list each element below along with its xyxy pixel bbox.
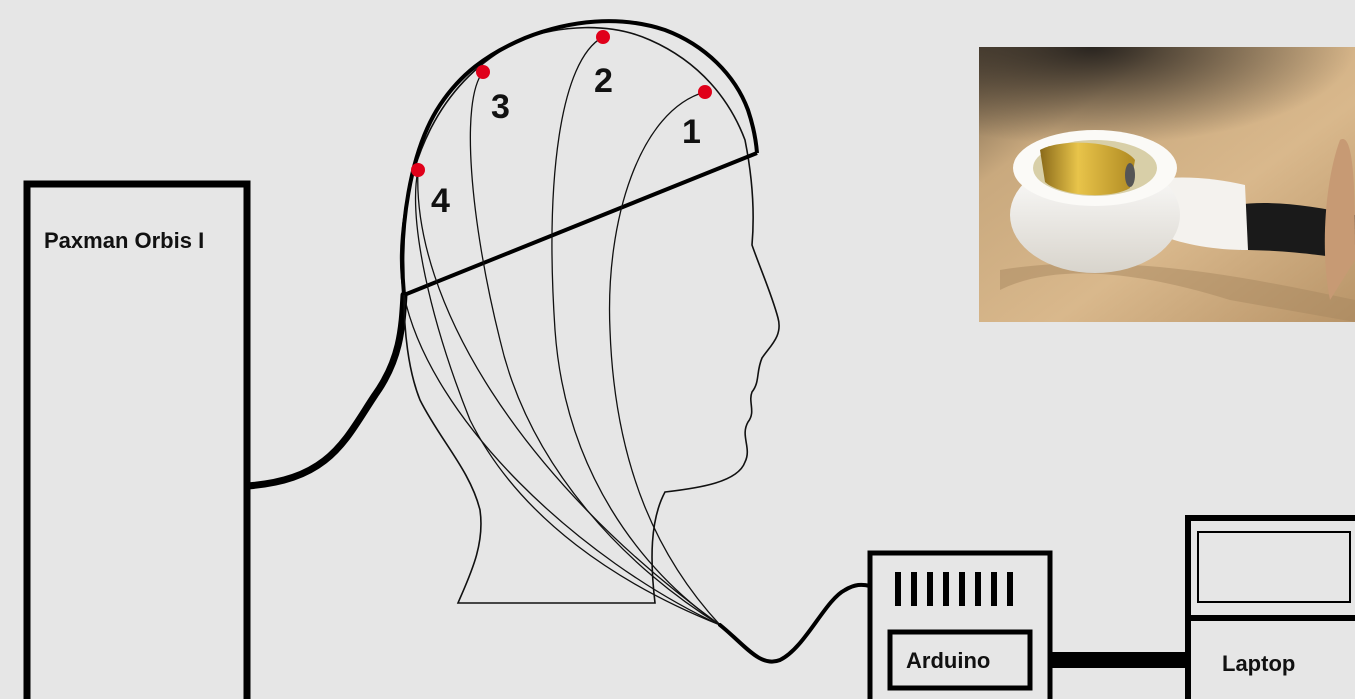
paxman-label: Paxman Orbis I bbox=[44, 228, 204, 253]
electrode-label-4: 4 bbox=[431, 182, 450, 220]
arduino-box: Arduino bbox=[870, 553, 1050, 699]
electrode-1 bbox=[698, 85, 712, 99]
arduino-cable bbox=[720, 585, 870, 662]
head-outline bbox=[401, 28, 779, 603]
usb-connector bbox=[1048, 652, 1188, 668]
electrode-label-2: 2 bbox=[594, 62, 613, 100]
electrode-4 bbox=[411, 163, 425, 177]
electrode-label-3: 3 bbox=[491, 88, 510, 126]
paxman-cable bbox=[247, 295, 404, 486]
electrode-wires bbox=[404, 37, 720, 625]
arduino-pin-header bbox=[895, 572, 1013, 606]
electrode-2 bbox=[596, 30, 610, 44]
paxman-box: Paxman Orbis I bbox=[27, 184, 247, 699]
cap-strap bbox=[404, 153, 757, 295]
electrode-3 bbox=[476, 65, 490, 79]
sensor-photo bbox=[979, 47, 1355, 322]
electrode-label-1: 1 bbox=[682, 113, 701, 151]
laptop: Laptop bbox=[1188, 518, 1355, 699]
arduino-label: Arduino bbox=[906, 648, 990, 673]
laptop-screen bbox=[1198, 532, 1350, 602]
laptop-label: Laptop bbox=[1222, 651, 1295, 676]
